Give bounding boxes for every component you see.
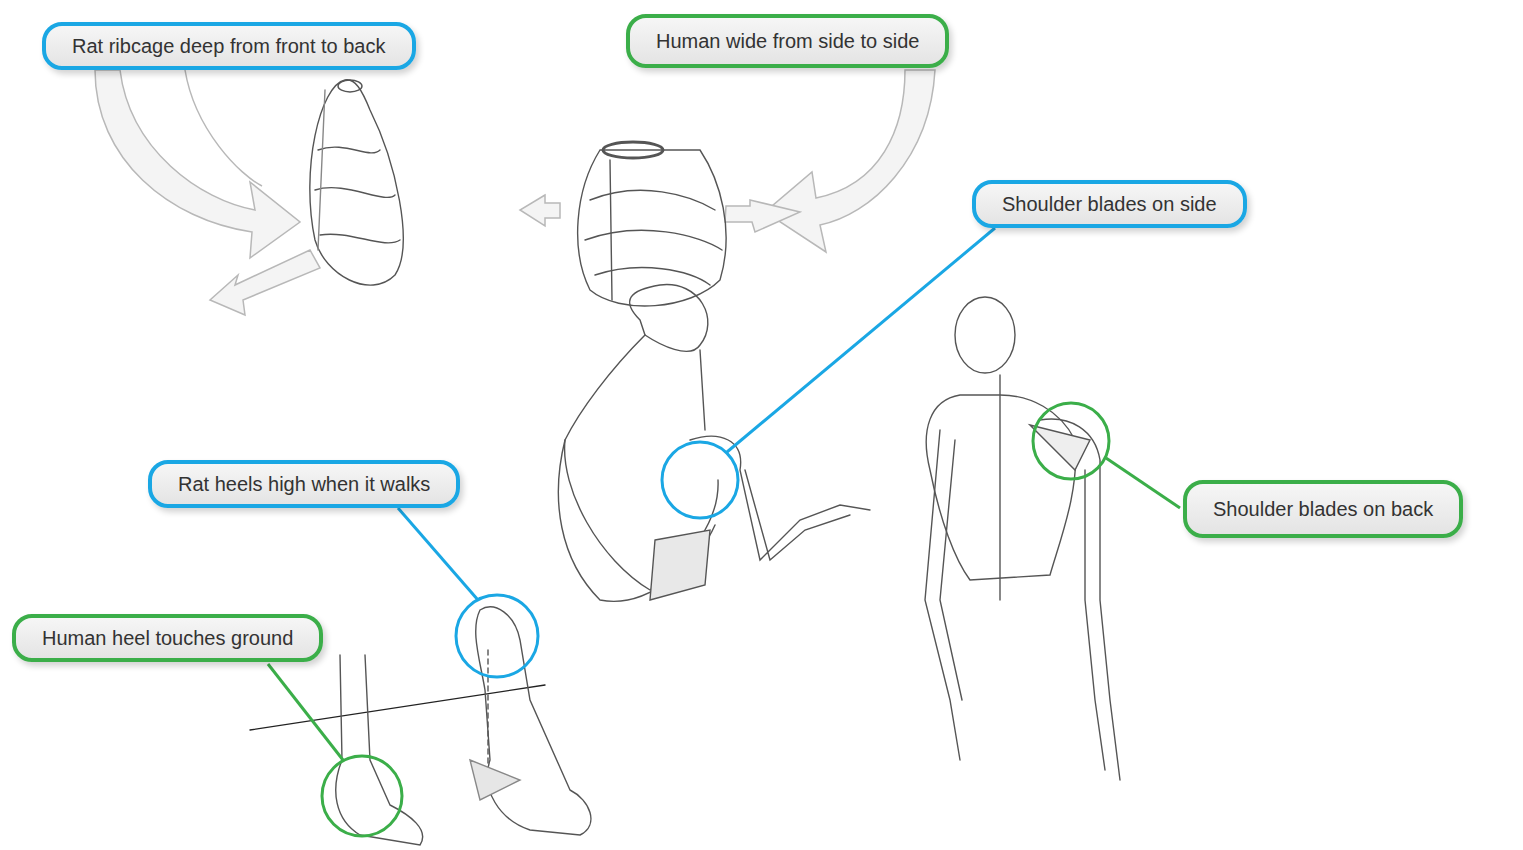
human-ribcage — [578, 150, 726, 306]
human-torso — [926, 395, 1076, 580]
rat-skull — [630, 285, 708, 352]
side-arrow — [725, 200, 800, 232]
ground-line — [250, 685, 545, 730]
depth-arrow — [210, 250, 320, 315]
callout-text: Rat heels high when it walks — [178, 473, 430, 495]
curved-arrow — [95, 70, 300, 258]
rat-heel-guide — [487, 650, 488, 780]
rat-ribcage-top — [338, 80, 362, 92]
callout-text: Shoulder blades on side — [1002, 193, 1217, 215]
rat-back — [558, 335, 715, 601]
callout-text: Shoulder blades on back — [1213, 498, 1433, 520]
rat-neck — [700, 350, 705, 430]
callout-box: Rat heels high when it walks — [148, 460, 460, 508]
callout-circle — [322, 756, 402, 836]
human-skull — [955, 297, 1015, 373]
curved-arrow-inner — [185, 70, 262, 186]
callout-text: Human wide from side to side — [656, 30, 919, 52]
callout-circle — [662, 442, 738, 518]
human-sternum — [610, 160, 612, 300]
human-foot — [336, 655, 423, 845]
rat-ribcage — [310, 80, 403, 285]
rat-foot-shade — [470, 760, 520, 800]
curved-arrow — [765, 70, 935, 252]
human-left-arm — [925, 430, 962, 760]
callout-box: Human heel touches ground — [12, 614, 323, 662]
rat-arm — [690, 436, 870, 560]
leader-line — [1106, 458, 1180, 508]
callout-box: Shoulder blades on back — [1183, 480, 1463, 538]
callout-text: Rat ribcage deep from front to back — [72, 35, 386, 57]
rat-ribs-shade — [650, 530, 710, 600]
callout-circle — [1033, 403, 1109, 479]
callout-box: Shoulder blades on side — [972, 180, 1247, 228]
callout-text: Human heel touches ground — [42, 627, 293, 649]
rat-ribs — [315, 147, 400, 243]
leader-line — [727, 228, 995, 452]
rat-foot — [476, 607, 591, 835]
callout-box: Rat ribcage deep from front to back — [42, 22, 416, 70]
leader-line — [268, 664, 343, 760]
human-ribcage-top — [603, 142, 663, 158]
rat-spine — [318, 90, 325, 250]
human-ribs — [585, 190, 722, 285]
leader-line — [398, 508, 478, 600]
human-spine — [999, 375, 1000, 600]
side-arrow — [520, 195, 560, 226]
callout-box: Human wide from side to side — [626, 14, 949, 68]
callout-circle — [456, 595, 538, 677]
